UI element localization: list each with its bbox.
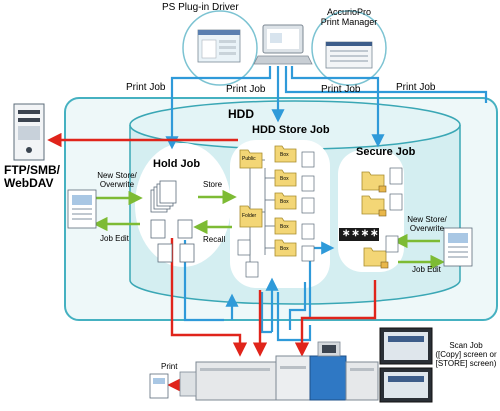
touchscreen-icon — [379, 327, 433, 403]
output-arrows — [47, 132, 377, 393]
store-job-folders — [237, 145, 315, 278]
right-new-store-line1: New Store/ — [407, 215, 447, 224]
hdd-title: HDD — [228, 107, 254, 121]
right-job-edit-label: Job Edit — [412, 265, 441, 274]
job-document-icon — [67, 189, 97, 229]
scan-job-label: Scan Job ([Copy] screen or [STORE] scree… — [432, 341, 500, 368]
right-new-store-label: New Store/ Overwrite — [402, 215, 452, 234]
ftp-smb-webdav-label: FTP/SMB/ WebDAV — [4, 163, 60, 191]
ftp-line2: WebDAV — [4, 176, 54, 191]
print-job-label: Print Job — [321, 84, 361, 95]
password-box — [339, 228, 379, 241]
print-label: Print — [161, 362, 178, 371]
accuriopro-circle — [311, 10, 387, 86]
server-tower-icon — [13, 103, 45, 161]
scan-line3: [STORE] screen) — [435, 358, 497, 368]
recall-label: Recall — [203, 235, 226, 244]
printer-icon — [179, 341, 379, 401]
scan-line1: Scan Job — [449, 341, 483, 350]
hdd-store-job-label: HDD Store Job — [252, 124, 330, 136]
folder-label: Box — [280, 199, 289, 205]
accuriopro-line1: AccurioPro — [326, 7, 371, 17]
store-label: Store — [203, 180, 223, 189]
secure-job-label: Secure Job — [356, 146, 416, 158]
client-computer-icon — [253, 24, 313, 65]
folder-label: Box — [280, 224, 289, 230]
print-job-label: Print Job — [226, 84, 266, 95]
secure-job-items — [339, 167, 403, 269]
folder-label: Box — [280, 152, 289, 158]
print-job-arrows — [165, 66, 488, 342]
printed-output-icon — [149, 373, 169, 399]
job-document-icon — [443, 227, 473, 267]
left-new-store-line1: New Store/ — [97, 171, 137, 180]
accuriopro-label: AccurioPro Print Manager — [316, 7, 382, 28]
scan-line2: ([Copy] screen or — [435, 349, 497, 359]
print-job-label: Print Job — [396, 82, 436, 93]
ftp-line1: FTP/SMB/ — [4, 163, 60, 177]
right-new-store-line2: Overwrite — [409, 223, 445, 233]
print-job-label: Print Job — [126, 82, 166, 93]
hold-job-documents — [150, 180, 195, 263]
folder-label: Box — [280, 176, 289, 182]
lock-icon — [378, 185, 389, 269]
accuriopro-line2: Print Manager — [320, 16, 378, 27]
ps-plugin-driver-circle — [182, 10, 258, 86]
hold-job-label: Hold Job — [153, 158, 201, 170]
folder-label: Public — [242, 156, 256, 162]
folder-label: Folder — [242, 213, 257, 219]
left-new-store-line2: Overwrite — [99, 179, 135, 189]
left-job-edit-label: Job Edit — [100, 234, 129, 243]
store-edit-arrows — [93, 189, 445, 270]
ps-plugin-driver-label: PS Plug-in Driver — [162, 2, 239, 13]
left-new-store-label: New Store/ Overwrite — [92, 171, 142, 190]
password-mask: ∗∗∗∗ — [342, 228, 380, 239]
folder-label: Box — [280, 246, 289, 252]
